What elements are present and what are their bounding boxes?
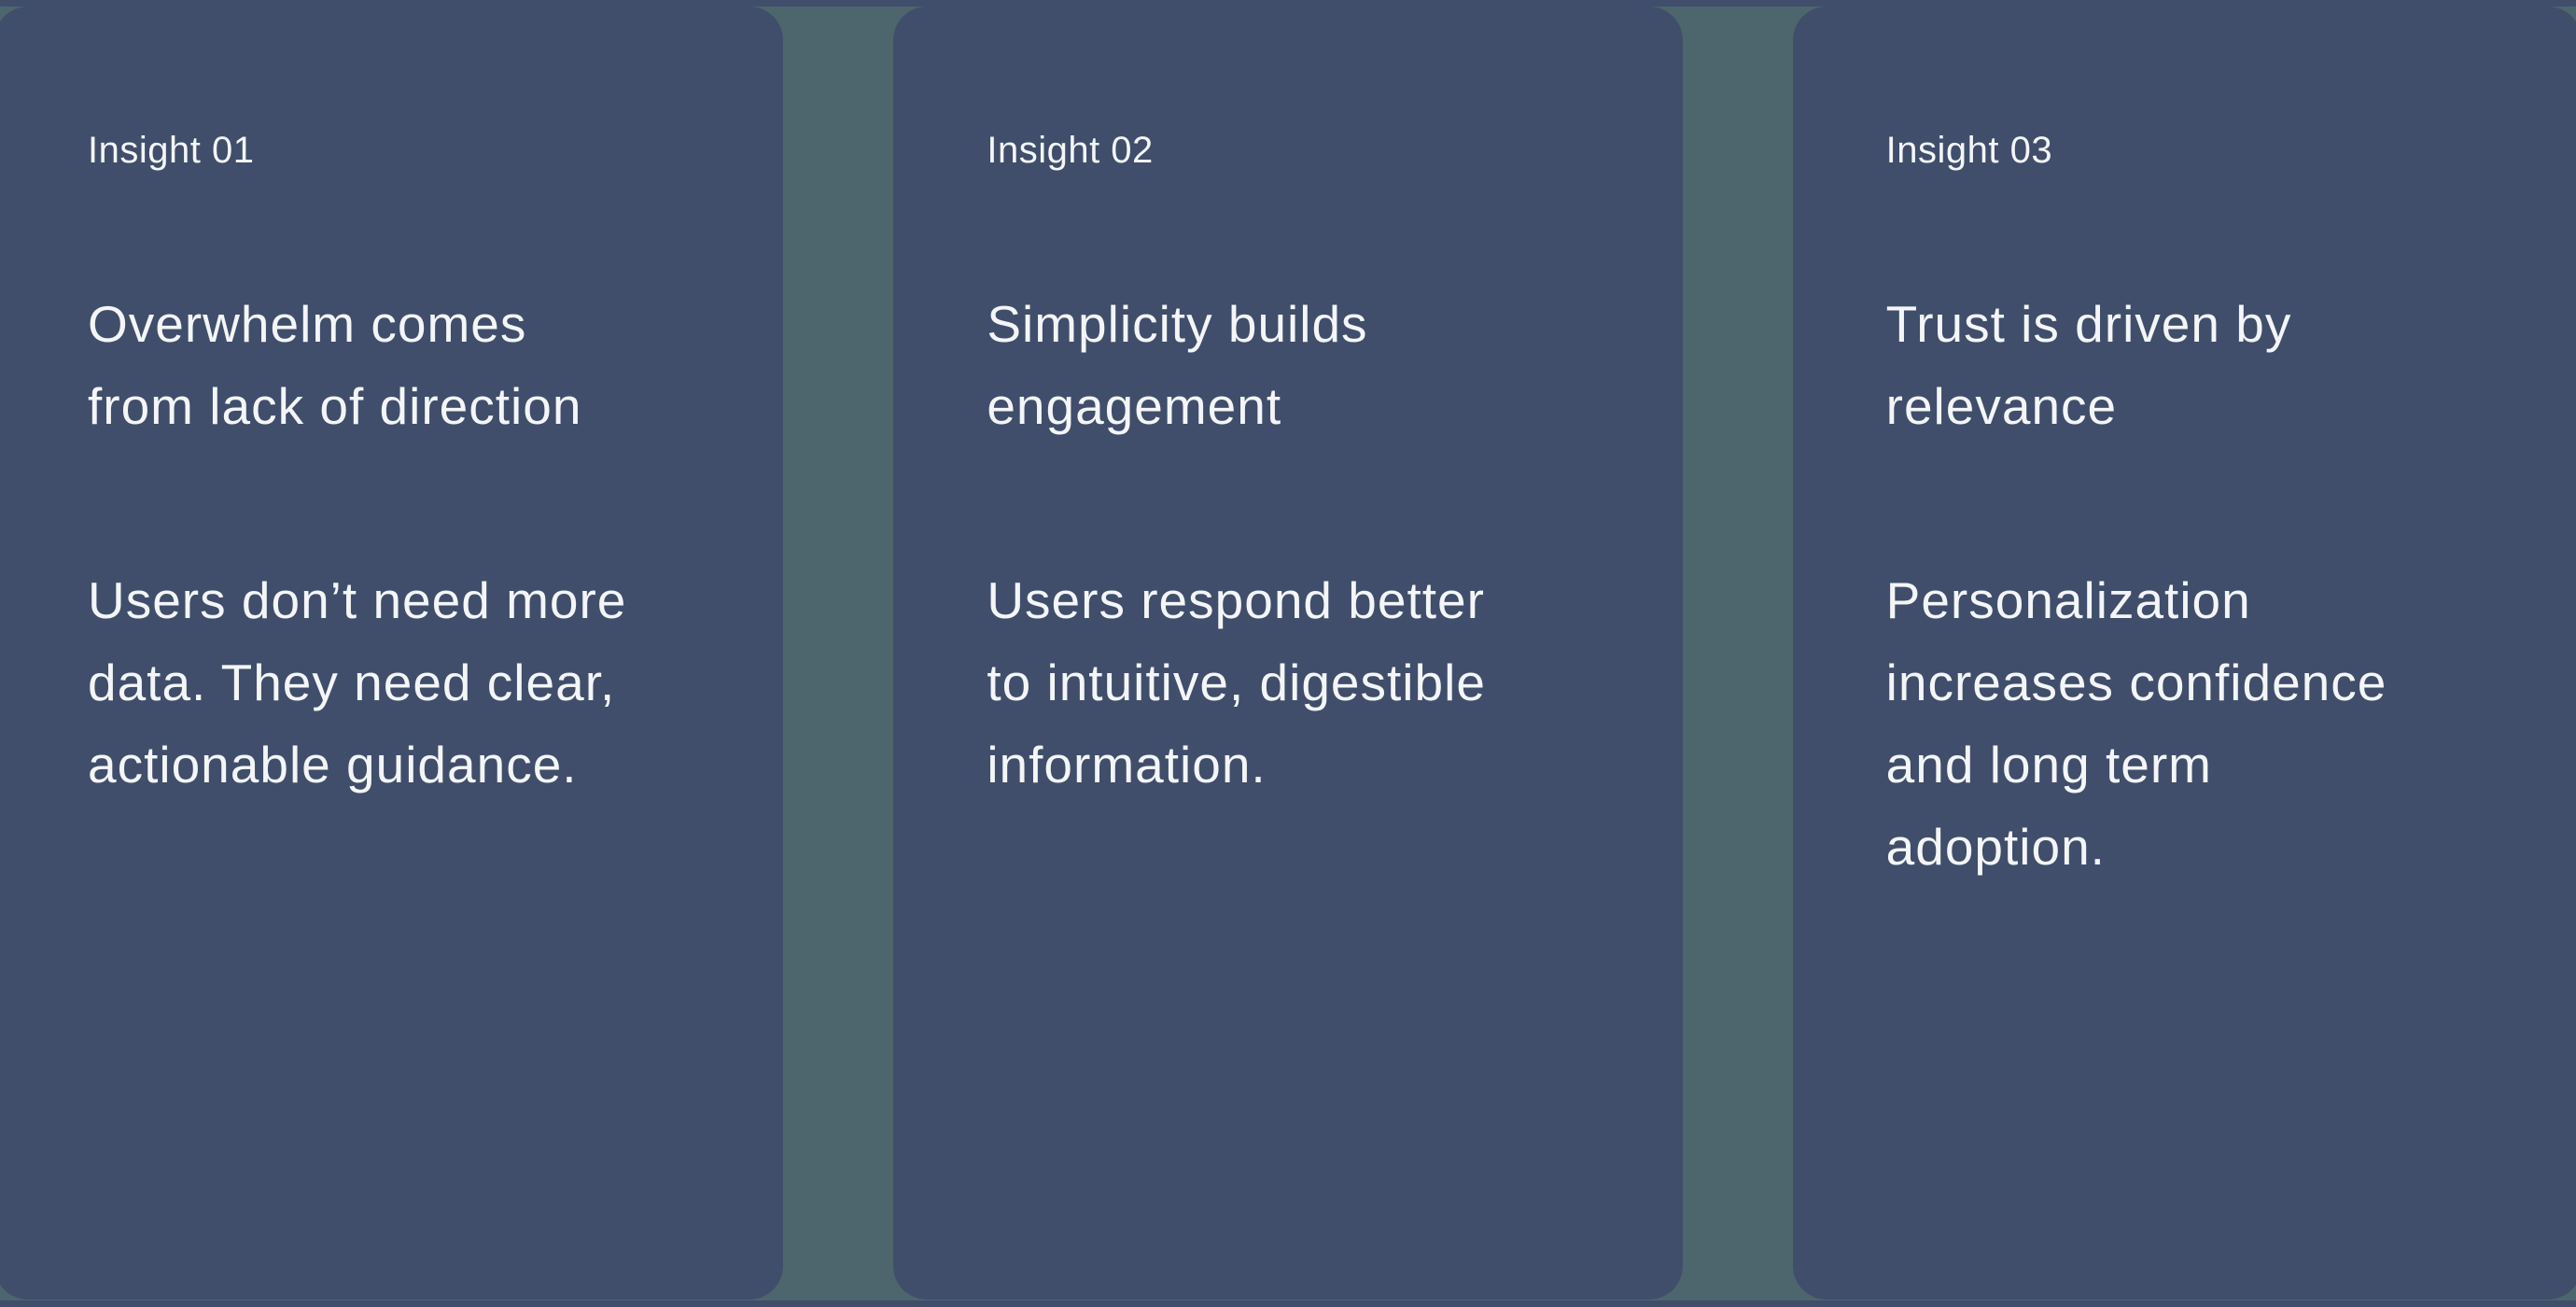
card-heading: Overwhelm comes from lack of direction [88,283,708,447]
card-body: Users respond better to intuitive, diges… [987,559,1607,806]
body-line: data. They need clear, [88,654,616,711]
card-heading: Trust is driven by relevance [1886,283,2507,447]
card-label: Insight 02 [987,130,1154,171]
insight-card-03: Insight 03 Trust is driven by relevance … [1792,7,2576,1300]
top-edge-band [0,0,2576,7]
body-line: Personalization [1885,571,2251,629]
body-line: Users don’t need more [88,571,627,629]
heading-line: engagement [987,377,1282,435]
card-label: Insight 01 [88,130,255,171]
body-line: information. [987,736,1267,794]
body-line: increases confidence [1885,654,2387,711]
card-heading: Simplicity builds engagement [987,283,1607,447]
insight-cards-row: Insight 01 Overwhelm comes from lack of … [0,7,2576,1300]
card-label: Insight 03 [1885,130,2053,171]
body-line: and long term [1885,736,2212,794]
heading-line: from lack of direction [88,377,582,435]
card-body: Users don’t need more data. They need cl… [88,559,708,806]
body-line: to intuitive, digestible [987,654,1486,711]
heading-line: Trust is driven by [1885,295,2292,353]
heading-line: Overwhelm comes [88,295,527,353]
heading-line: relevance [1885,377,2118,435]
insight-card-01: Insight 01 Overwhelm comes from lack of … [0,7,784,1300]
heading-line: Simplicity builds [987,295,1368,353]
body-line: Users respond better [987,571,1485,629]
insight-card-02: Insight 02 Simplicity builds engagement … [893,7,1683,1300]
bottom-edge-band [0,1300,2576,1307]
body-line: adoption. [1885,818,2106,876]
body-line: actionable guidance. [88,736,578,794]
card-body: Personalization increases confidence and… [1886,559,2507,888]
